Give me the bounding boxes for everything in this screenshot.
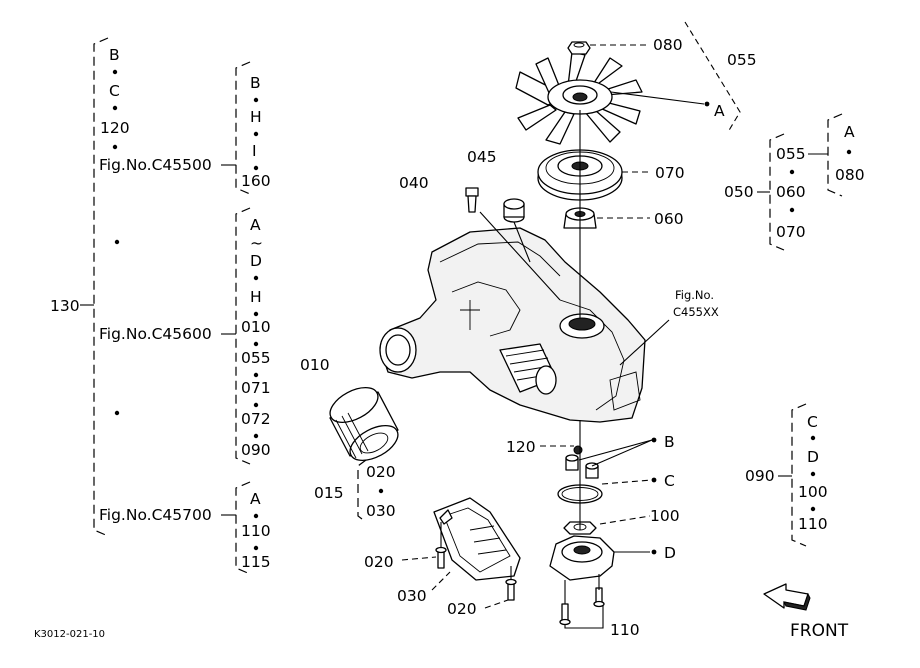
fig-c45500: Fig.No.C45500	[99, 156, 212, 174]
label-071: 071	[241, 379, 271, 397]
callout-010: 010	[300, 356, 330, 374]
callout-060: 060	[654, 210, 684, 228]
callout-045: 045	[467, 148, 497, 166]
callout-030: 030	[397, 587, 427, 605]
fig-c45700: Fig.No.C45700	[99, 506, 212, 524]
label-a3: A	[250, 490, 261, 508]
cover-d	[549, 535, 615, 581]
fitting-040	[465, 187, 479, 213]
label-120: 120	[100, 119, 130, 137]
callout-d: D	[664, 544, 676, 562]
front-arrow: FRONT	[763, 583, 849, 641]
label-070r: 070	[776, 223, 806, 241]
label-050: 050	[724, 183, 754, 201]
label-b: B	[109, 46, 120, 64]
callout-030-bracket: 030	[366, 502, 396, 520]
callout-015: 015	[314, 484, 344, 502]
bolt-020b	[505, 578, 517, 601]
label-072: 072	[241, 410, 271, 428]
label-090: 090	[241, 441, 271, 459]
label-cr: C	[807, 413, 818, 431]
callout-110: 110	[610, 621, 640, 639]
callout-a: A	[714, 102, 725, 120]
callout-055: 055	[727, 51, 757, 69]
callout-020b: 020	[447, 600, 477, 618]
leader-lines	[401, 21, 741, 629]
fan-part	[515, 51, 643, 145]
diagram-code: K3012-021-10	[34, 629, 105, 640]
transmission-housing	[379, 227, 646, 423]
label-d: D	[250, 252, 262, 270]
label-dr: D	[807, 448, 819, 466]
callout-100: 100	[650, 507, 680, 525]
left-parts-tree: 130 B C 120 Fig.No.C45500 B H I 160 Fig.…	[50, 37, 271, 575]
label-ar: A	[844, 123, 855, 141]
callout-020a: 020	[364, 553, 394, 571]
label-055r: 055	[776, 145, 806, 163]
label-080r: 080	[835, 166, 865, 184]
callout-fig-line2: C455XX	[673, 305, 719, 319]
callout-120: 120	[506, 438, 536, 456]
bolts-110	[559, 587, 605, 626]
right-tree-090: 090 C D 100 110	[745, 403, 828, 547]
callout-080: 080	[653, 36, 683, 54]
bolt-020a	[435, 546, 447, 569]
range-sep: ~	[250, 234, 263, 252]
label-090r: 090	[745, 467, 775, 485]
callout-b: B	[664, 433, 675, 451]
label-110: 110	[241, 522, 271, 540]
fig-c45600: Fig.No.C45600	[99, 325, 212, 343]
label-060r: 060	[776, 183, 806, 201]
callout-040: 040	[399, 174, 429, 192]
callout-070: 070	[655, 164, 685, 182]
plugs-b	[565, 454, 599, 479]
callout-c: C	[664, 472, 675, 490]
guard-030	[433, 497, 521, 581]
label-130: 130	[50, 297, 80, 315]
label-b2: B	[250, 74, 261, 92]
label-c: C	[109, 82, 120, 100]
label-110r: 110	[798, 515, 828, 533]
label-i: I	[252, 142, 257, 160]
front-label: FRONT	[790, 621, 849, 641]
right-tree-050: 050 055 060 070 A 080	[724, 113, 865, 251]
nut-080	[567, 41, 591, 55]
callout-020-bracket: 020	[366, 463, 396, 481]
label-160: 160	[241, 172, 271, 190]
label-a: A	[250, 216, 261, 234]
plug-045	[503, 198, 525, 223]
fan-blades	[515, 51, 643, 145]
label-010: 010	[241, 318, 271, 336]
label-100r: 100	[798, 483, 828, 501]
oil-filter-010	[329, 386, 399, 462]
label-115: 115	[241, 553, 271, 571]
ball-120	[573, 445, 583, 455]
callout-labels: 080 055 A 070 060 045 040 Fig.No. C455XX…	[300, 36, 757, 639]
label-h: H	[250, 108, 262, 126]
label-h2: H	[250, 288, 262, 306]
callout-fig-line1: Fig.No.	[675, 288, 714, 302]
label-055: 055	[241, 349, 271, 367]
